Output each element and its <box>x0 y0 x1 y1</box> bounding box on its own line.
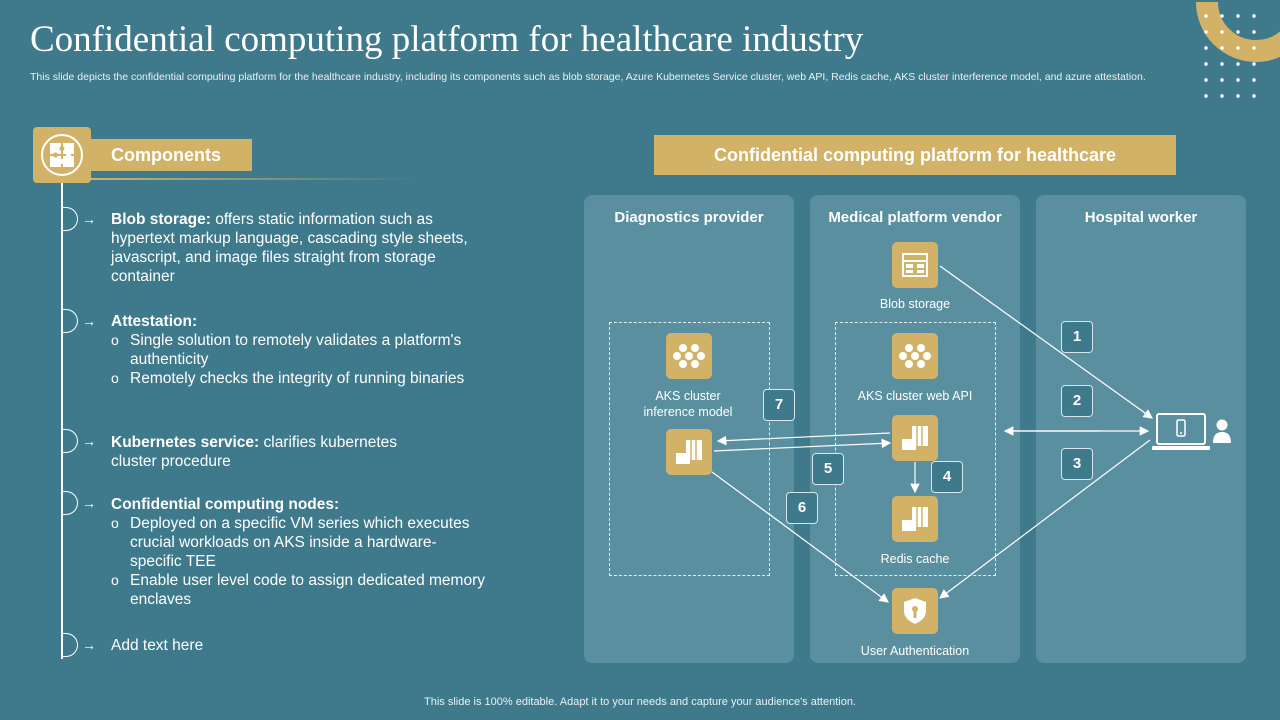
column-heading: Diagnostics provider <box>614 209 764 226</box>
step-badge: 6 <box>786 492 818 524</box>
timeline-line <box>61 183 63 659</box>
page-subtitle: This slide depicts the confidential comp… <box>30 71 1146 83</box>
platform-title: Confidential computing platform for heal… <box>654 135 1176 175</box>
step-badge: 2 <box>1061 385 1093 417</box>
components-underline <box>88 178 418 180</box>
user-icon <box>1213 419 1231 443</box>
redis-cache-icon <box>892 496 938 542</box>
cluster-icon <box>666 333 712 379</box>
cluster-icon <box>892 333 938 379</box>
container-icon <box>892 415 938 461</box>
blob-storage-label: Blob storage <box>879 297 951 311</box>
page-title: Confidential computing platform for heal… <box>30 19 864 60</box>
arrow-right-icon: → <box>82 211 96 227</box>
user-auth-label: User Authentication <box>860 644 970 658</box>
laptop-icon <box>1152 413 1210 450</box>
aks-web-api-label: AKS cluster web API <box>857 389 973 403</box>
column-heading: Medical platform vendor <box>828 209 1002 226</box>
footer-note: This slide is 100% editable. Adapt it to… <box>424 696 856 708</box>
step-badge: 3 <box>1061 448 1093 480</box>
shield-icon <box>892 588 938 634</box>
arrow-worker-to-auth <box>939 439 1151 599</box>
redis-cache-label: Redis cache <box>880 552 950 566</box>
components-label: Components <box>88 139 252 171</box>
component-blob-storage: Blob storage: offers static information … <box>111 211 468 285</box>
arrow-right-icon: → <box>82 433 96 449</box>
aks-inference-label: AKS cluster inference model <box>643 389 733 419</box>
arrow-blob-to-worker <box>939 265 1153 419</box>
step-badge: 4 <box>931 461 963 493</box>
blob-storage-icon <box>892 242 938 288</box>
arrow-right-icon: → <box>82 637 96 653</box>
component-kubernetes-service: Kubernetes service: clarifies kubernetes… <box>111 434 398 470</box>
component-placeholder: Add text here <box>111 637 204 654</box>
step-badge: 5 <box>812 453 844 485</box>
container-icon <box>666 429 712 475</box>
arrow-right-icon: → <box>82 313 96 329</box>
decorative-dots <box>1198 8 1264 110</box>
arrow-right-icon: → <box>82 495 96 511</box>
step-badge: 1 <box>1061 321 1093 353</box>
column-heading: Hospital worker <box>1084 209 1198 226</box>
vendor-dashed-group <box>835 322 996 576</box>
arrow-inference-to-auth <box>711 471 889 603</box>
arrow-inference-to-webapi <box>713 438 892 452</box>
step-badge: 7 <box>763 389 795 421</box>
puzzle-icon <box>33 127 91 183</box>
arrow-webapi-to-inference <box>716 432 891 446</box>
